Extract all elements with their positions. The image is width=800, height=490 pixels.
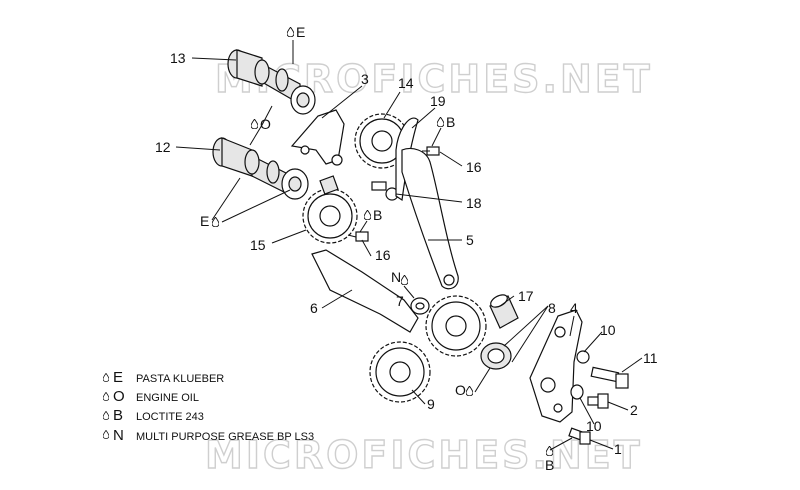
bolt-1 [568,427,591,445]
droplet-icon [437,117,444,127]
droplet-icon [466,386,473,396]
legend-code: N [113,427,124,444]
washer-10-bottom [570,384,584,400]
callout-8: 8 [548,300,556,316]
washer-7 [410,297,430,315]
chain-guide-6 [311,249,419,333]
bolt-11 [590,366,629,389]
callout-2: 2 [630,402,638,418]
marker-o-cam: O [260,116,271,132]
callout-13: 13 [170,50,186,66]
marker-o-bottom: O [455,382,466,398]
washer-10-top [576,350,590,364]
callouts: 13 12 3 14 19 16 18 5 15 16 6 7 17 8 4 1… [155,50,658,457]
callout-3: 3 [361,71,369,87]
bushing-17 [489,294,519,329]
marker-b-mid: B [373,207,382,223]
callout-19: 19 [430,93,446,109]
callout-7: 7 [396,293,404,309]
callout-17: 17 [518,288,534,304]
gear-9 [369,295,487,403]
legend-row-n: N MULTI PURPOSE GREASE BP LS3 [103,427,314,444]
legend-row-o: O ENGINE OIL [103,388,199,405]
bolt-2 [587,393,609,409]
leader-lines [175,40,643,451]
callout-10-bottom: 10 [586,418,602,434]
callout-16-top: 16 [466,159,482,175]
legend-text: LOCTITE 243 [136,411,204,423]
needle-bearing-8 [480,342,512,370]
droplet-icon [103,430,109,439]
bracket-3 [290,109,345,166]
legend-code: E [113,369,123,386]
callout-15: 15 [250,237,266,253]
tensioner-arm-5 [401,147,459,290]
legend-text: PASTA KLUEBER [136,373,224,385]
callout-9: 9 [427,396,435,412]
bolt-18 [371,181,399,201]
callout-1: 1 [614,441,622,457]
droplet-icon [103,411,109,420]
callout-6: 6 [310,300,318,316]
callout-11: 11 [643,350,658,366]
marker-b-top: B [446,114,455,130]
marker-e-left: E [200,213,209,229]
callout-12: 12 [155,139,171,155]
gear-15 [302,175,358,244]
callout-16-mid: 16 [375,247,391,263]
legend-row-e: E PASTA KLUEBER [103,369,224,386]
bolt-16-top [422,146,440,156]
camshaft-13 [227,49,316,115]
droplet-icon [103,392,109,401]
legend-code: O [113,388,125,405]
droplet-icon [364,210,371,220]
marker-b-bottom: B [545,457,554,473]
callout-14: 14 [398,75,414,91]
callout-10-top: 10 [600,322,616,338]
legend: E PASTA KLUEBER O ENGINE OIL B LOCTITE 2… [103,369,314,444]
droplet-icon [401,275,408,285]
legend-code: B [113,407,123,424]
callout-18: 18 [466,195,482,211]
callout-4: 4 [570,300,578,316]
lubricant-markers: E O E B B N O B [200,24,554,473]
legend-text: ENGINE OIL [136,392,199,404]
camshaft-12 [212,137,309,200]
legend-text: MULTI PURPOSE GREASE BP LS3 [136,431,314,443]
callout-5: 5 [466,232,474,248]
droplet-icon [103,373,109,382]
legend-row-b: B LOCTITE 243 [103,407,204,424]
plate-4 [529,309,583,423]
droplet-icon [251,119,258,129]
droplet-icon [287,27,294,37]
marker-n-mid: N [391,269,401,285]
marker-e-top: E [296,24,305,40]
